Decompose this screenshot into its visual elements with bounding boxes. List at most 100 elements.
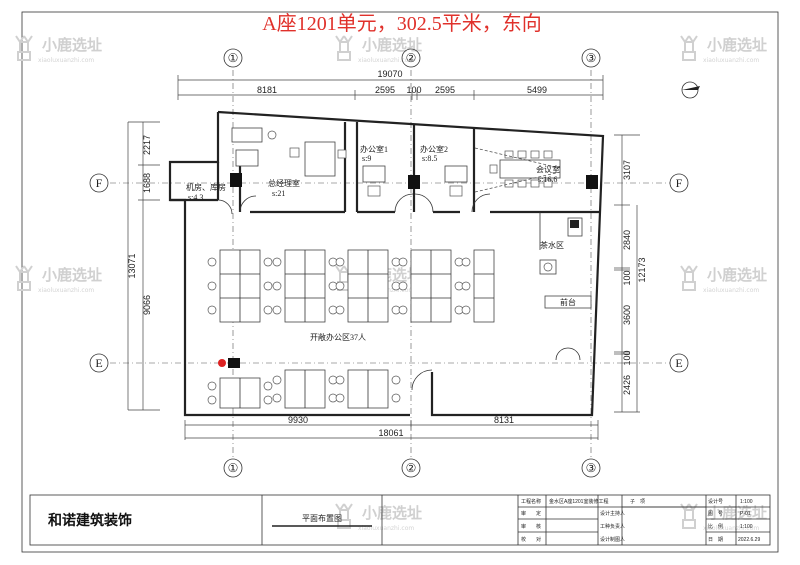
- watermark-text: 小鹿选址: [707, 504, 767, 522]
- door-swing: [394, 193, 414, 213]
- watermark-text: 小鹿选址: [42, 266, 102, 284]
- dim-left-mid: 1688: [142, 173, 152, 193]
- door-swing: [411, 369, 433, 391]
- tea-area-furniture: [539, 217, 592, 309]
- workstation-cluster: [207, 377, 273, 409]
- label-check: 审 核: [521, 523, 541, 530]
- label-project: 工程名称: [521, 498, 541, 505]
- workstation-cluster: [272, 249, 338, 323]
- watermark-text: 小鹿选址: [707, 266, 767, 284]
- meeting-room-furniture: [474, 147, 561, 193]
- watermark-domain: xiaoluxuanzhi.com: [38, 57, 94, 64]
- dim-top-seg-1: 8181: [257, 85, 277, 95]
- room-tea-name: 茶水区: [540, 240, 564, 250]
- dimension-right: 3107 2840 100 3600 100 2426 12173: [614, 134, 647, 413]
- label-scale: 比 例: [708, 523, 723, 530]
- room-meeting-name: 会议室: [536, 164, 560, 174]
- dim-bottom-seg-2: 8131: [494, 415, 514, 425]
- axis-bubble-f-right: [669, 173, 689, 193]
- room-office1-area: s:9: [362, 154, 371, 163]
- dim-bottom-seg-1: 9930: [288, 415, 308, 425]
- door-swing: [239, 195, 257, 213]
- room-meeting-area: s:16.6: [538, 175, 557, 184]
- axis-label-1-top: ①: [228, 51, 239, 65]
- coffee-table: [235, 149, 259, 167]
- dim-bottom-total: 18061: [378, 428, 403, 438]
- room-gm-name: 总经理室: [268, 178, 300, 188]
- open-office-workstations: [207, 249, 495, 409]
- company-name: 和诺建筑装饰: [48, 512, 132, 528]
- axis-label-f-left: F: [96, 176, 103, 190]
- watermark-domain: xiaoluxuanzhi.com: [358, 525, 414, 532]
- axis-bubble-e-left: [89, 353, 109, 373]
- door-swing: [217, 199, 233, 215]
- dim-right-total: 12173: [637, 257, 647, 282]
- axis-label-3-top: ③: [586, 51, 597, 65]
- walls: [168, 110, 605, 417]
- printer: [228, 358, 240, 368]
- room-machine-area: s:4.3: [188, 193, 203, 202]
- axis-label-1-bottom: ①: [228, 461, 239, 475]
- room-labels: 机房、库房 s:4.3 总经理室 s:21 办公室1 s:9 办公室2 s:8.…: [186, 144, 576, 342]
- fire-extinguisher-icon: [218, 359, 226, 367]
- watermark-text: 小鹿选址: [42, 36, 102, 54]
- axis-label-e-right: E: [675, 356, 682, 370]
- workstation-cluster: [335, 369, 401, 409]
- dim-right-a: 2840: [622, 230, 632, 250]
- dim-top-seg-2: 2595: [375, 85, 395, 95]
- plan-title: A座1201单元，302.5平米，东向: [262, 12, 541, 35]
- dim-top-seg-3: 100: [406, 85, 421, 95]
- workstation-cluster: [272, 369, 338, 409]
- door-swing: [414, 193, 434, 213]
- dim-left-top: 2217: [142, 135, 152, 155]
- label-design: 设计号: [708, 498, 723, 505]
- axis-bubble-2-top: [401, 48, 421, 68]
- workstation-cluster: [207, 249, 273, 323]
- column: [408, 175, 420, 189]
- axis-bubble-e-right: [669, 353, 689, 373]
- dim-top-total: 19070: [377, 69, 402, 79]
- room-gm-area: s:21: [272, 189, 285, 198]
- watermark-text: 小鹿选址: [362, 504, 422, 522]
- workstation-cluster: [398, 249, 464, 323]
- dimension-top: 19070 8181 2595 100 2595 5499: [177, 69, 604, 100]
- watermark-domain: xiaoluxuanzhi.com: [703, 525, 759, 532]
- workstation-cluster: [461, 249, 495, 323]
- axis-label-2-bottom: ②: [406, 461, 417, 475]
- watermark-logo: 小鹿选址 xiaoluxuanzhi.com: [15, 265, 102, 294]
- room-open-office: 开敞办公区37人: [310, 332, 366, 342]
- door-swing: [555, 347, 581, 361]
- room-office1-name: 办公室1: [360, 144, 388, 154]
- room-office2-area: s:8.5: [422, 154, 437, 163]
- label-chief: 设计主持人: [600, 510, 625, 517]
- dimension-bottom: 9930 8131 18061: [184, 415, 599, 440]
- reception-desk: [544, 295, 592, 309]
- dim-right-e: 2426: [622, 375, 632, 395]
- axis-label-e-left: E: [95, 356, 102, 370]
- axis-bubble-3-top: [581, 48, 601, 68]
- sheet-value: P-01: [740, 511, 751, 517]
- watermark-logo: 小鹿选址 xiaoluxuanzhi.com: [15, 35, 102, 64]
- scale-value: 1:100: [740, 524, 753, 530]
- dim-top-seg-5: 5499: [527, 85, 547, 95]
- date-value: 2022.6.29: [738, 537, 760, 543]
- dim-right-d: 100: [622, 350, 632, 365]
- dim-right-c: 3600: [622, 305, 632, 325]
- north-arrow-icon: [681, 81, 700, 99]
- watermark-domain: xiaoluxuanzhi.com: [703, 57, 759, 64]
- dim-left-bottom: 9066: [142, 295, 152, 315]
- watermark-logo: 小鹿选址 xiaoluxuanzhi.com: [680, 265, 767, 294]
- label-draw: 设计制图人: [600, 536, 625, 543]
- axis-bubble-1-bottom: [223, 458, 243, 478]
- axis-label-3-bottom: ③: [586, 461, 597, 475]
- watermark-logo: 小鹿选址 xiaoluxuanzhi.com: [335, 503, 422, 532]
- watermark-logo: 小鹿选址 xiaoluxuanzhi.com: [680, 503, 767, 532]
- watermark-text: 小鹿选址: [707, 36, 767, 54]
- small-offices-furniture: [362, 165, 468, 197]
- label-floor: 子 项: [630, 498, 645, 505]
- axis-bubble-3-bottom: [581, 458, 601, 478]
- label-sheet: 图 号: [708, 511, 723, 517]
- axis-label-2-top: ②: [406, 51, 417, 65]
